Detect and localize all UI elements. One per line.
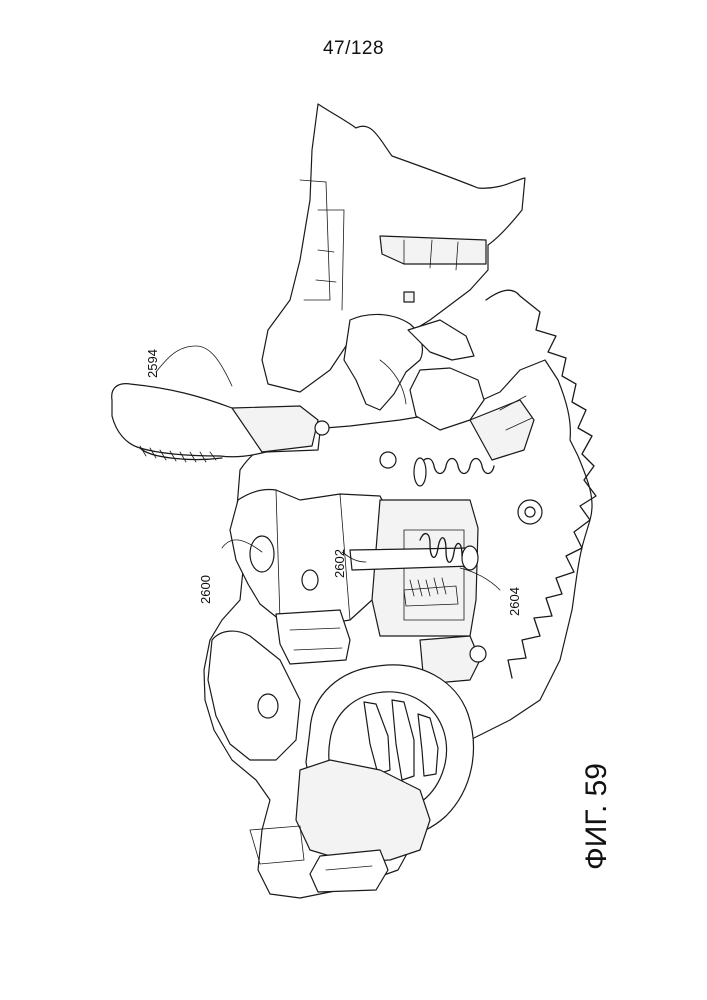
ref-2600-label: 2600 <box>198 575 213 604</box>
ref-2602-label: 2602 <box>332 549 347 578</box>
figure-label: ФИГ. 59 <box>580 763 613 870</box>
lever-handle <box>112 384 329 462</box>
ref-2594-label: 2594 <box>145 349 160 378</box>
ref-2604-label: 2604 <box>507 587 522 616</box>
leader-2594 <box>156 346 232 386</box>
